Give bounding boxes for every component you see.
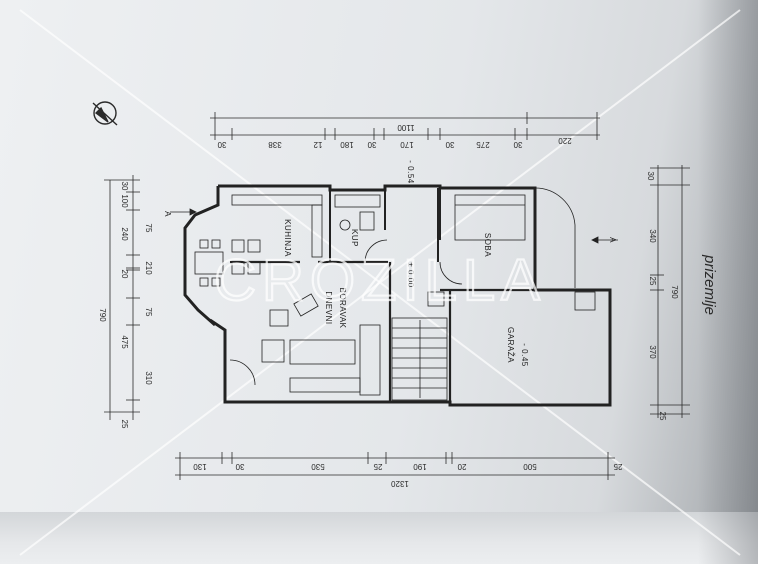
dim-label: 25 bbox=[373, 462, 382, 471]
dim-label: 25 bbox=[658, 412, 667, 421]
dim-label: 30 bbox=[120, 182, 129, 191]
top-dimension-labels: 30 338 12 180 30 170 30 275 30 220 1100 bbox=[217, 123, 572, 149]
dim-label: 25 bbox=[613, 462, 622, 471]
dim-label: 75 bbox=[144, 224, 153, 233]
page-bottom-shadow bbox=[0, 512, 758, 564]
section-markers bbox=[170, 208, 618, 244]
garage-level: - 0.45 bbox=[520, 343, 529, 367]
dim-label: 500 bbox=[523, 462, 537, 471]
dim-label: 275 bbox=[476, 140, 490, 149]
dim-label: 240 bbox=[120, 227, 129, 241]
dim-label: 25 bbox=[648, 277, 657, 286]
page-right-shadow bbox=[698, 0, 758, 564]
furniture bbox=[194, 194, 596, 396]
dim-label: 370 bbox=[648, 345, 657, 359]
dim-label: 20 bbox=[457, 462, 466, 471]
dim-label: 180 bbox=[340, 140, 354, 149]
dim-label: 310 bbox=[144, 371, 153, 385]
dim-label: 30 bbox=[367, 140, 376, 149]
dim-label: 75 bbox=[144, 308, 153, 317]
door-swings bbox=[229, 187, 576, 386]
dim-total-top: 1100 bbox=[397, 123, 415, 132]
room-label-kitchen: KUHINJA bbox=[283, 219, 292, 257]
dim-label: 25 bbox=[120, 420, 129, 429]
dim-label: 170 bbox=[400, 140, 414, 149]
top-dimension-chain bbox=[210, 112, 600, 140]
dim-label: 30 bbox=[445, 140, 454, 149]
dim-label: 190 bbox=[413, 462, 427, 471]
section-label-right: A bbox=[608, 237, 617, 243]
step-level: - 0.54 bbox=[406, 160, 415, 184]
dim-label: 475 bbox=[120, 335, 129, 349]
room-labels: KUHINJA KUP DNEVNI BORAVAK SOBA GARAŽA -… bbox=[283, 160, 529, 367]
dim-label: 30 bbox=[217, 140, 226, 149]
bottom-dimension-labels: 130 30 530 25 190 20 500 25 1320 bbox=[193, 462, 623, 488]
room-label-living-2: BORAVAK bbox=[338, 288, 347, 329]
walls bbox=[183, 184, 612, 407]
room-label-bedroom: SOBA bbox=[483, 233, 492, 257]
right-dimension-labels: 30 340 25 370 25 790 bbox=[646, 172, 679, 421]
room-label-garage: GARAŽA bbox=[506, 327, 515, 363]
dim-label: 220 bbox=[558, 136, 572, 145]
dim-total-right: 790 bbox=[670, 285, 679, 299]
room-label-living: DNEVNI bbox=[324, 291, 333, 324]
dim-label: 210 bbox=[144, 261, 153, 275]
dim-label: 338 bbox=[268, 140, 282, 149]
section-label-left: A bbox=[163, 211, 172, 217]
dim-label: 30 bbox=[235, 462, 244, 471]
room-label-bathroom: KUP bbox=[350, 229, 359, 247]
north-arrow-icon bbox=[92, 101, 118, 126]
dim-label: 12 bbox=[313, 140, 322, 149]
dim-label: 30 bbox=[513, 140, 522, 149]
drawing-title: prizemlje bbox=[701, 254, 718, 315]
left-dimension-labels: 30 100 240 75 210 20 75 475 310 25 790 bbox=[98, 182, 153, 429]
dim-total-bottom: 1320 bbox=[391, 479, 409, 488]
watermark-text: CROZILLA bbox=[214, 248, 546, 313]
right-dimension-chain bbox=[650, 165, 690, 418]
dim-label: 340 bbox=[648, 229, 657, 243]
dim-total-left: 790 bbox=[98, 308, 107, 322]
bottom-dimension-chain bbox=[175, 452, 615, 480]
left-dimension-chain bbox=[104, 175, 140, 420]
staircase bbox=[391, 317, 448, 401]
dim-label: 20 bbox=[120, 270, 129, 279]
dim-label: 530 bbox=[311, 462, 325, 471]
dim-label: 30 bbox=[646, 172, 655, 181]
hall-level: ± 0.00 bbox=[406, 262, 415, 287]
dim-label: 100 bbox=[120, 194, 129, 208]
dim-label: 130 bbox=[193, 462, 207, 471]
watermark-lines bbox=[19, 9, 741, 556]
